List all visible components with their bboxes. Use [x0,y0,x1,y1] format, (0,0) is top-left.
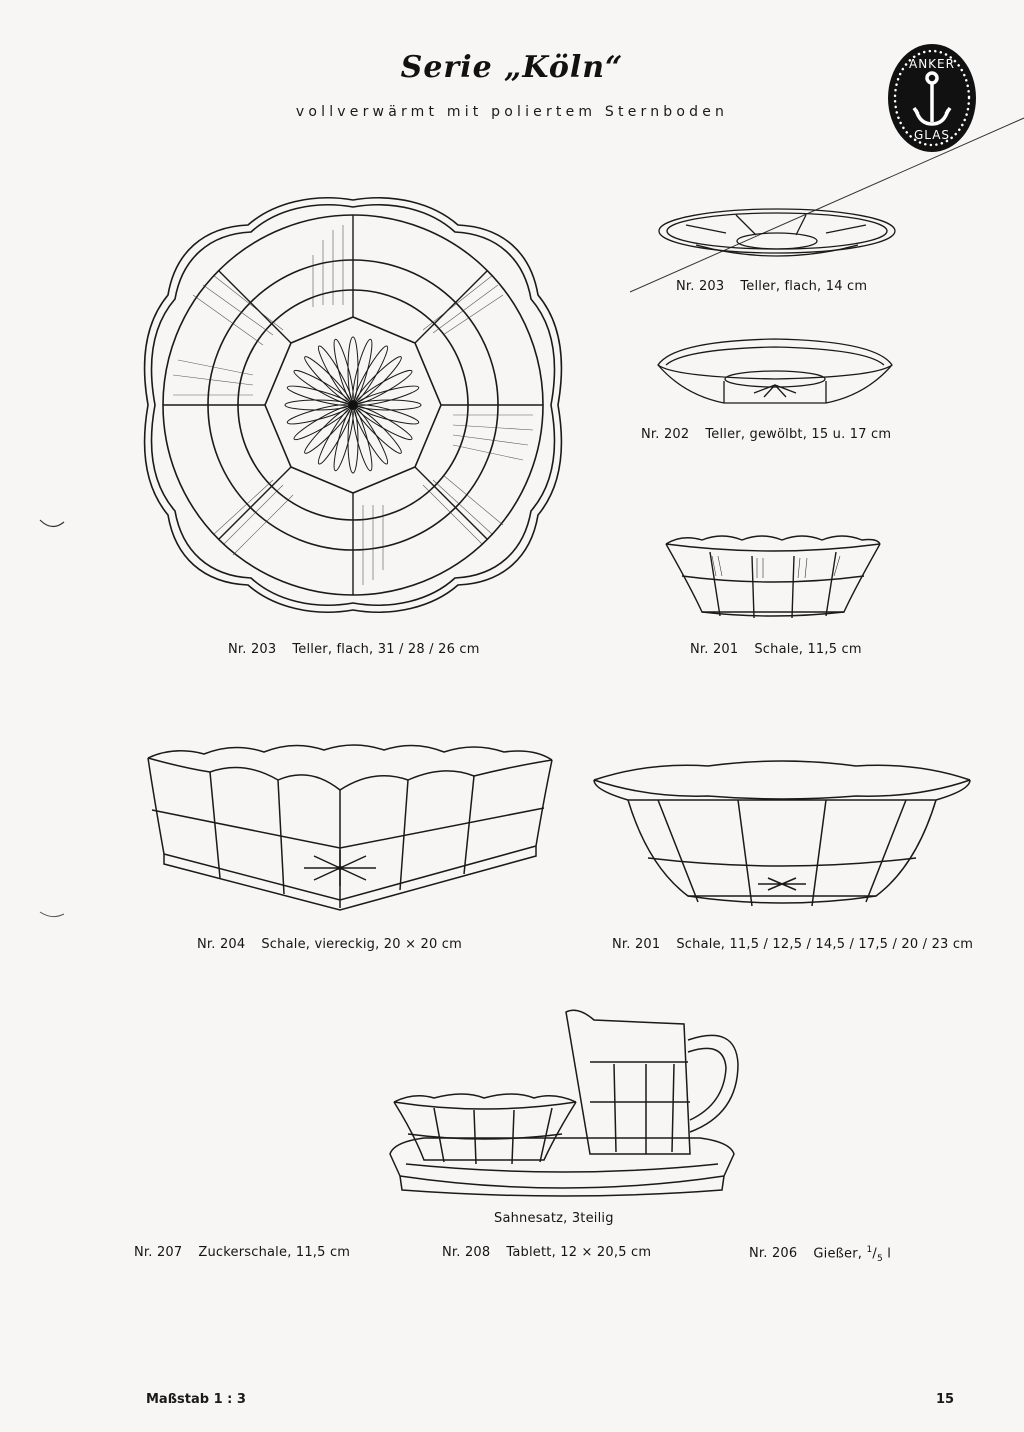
anchor-icon [914,73,950,124]
binder-mark-top [38,518,66,532]
caption-sahnesatz: Sahnesatz, 3teilig [494,1211,614,1226]
plate-203-small-drawing [656,205,898,265]
svg-text:ANKER: ANKER [909,57,955,71]
plate-202-drawing [654,335,896,411]
series-title: Serie „Köln“ [400,50,624,85]
cream-set-drawing [384,1004,740,1200]
bowl-201-large-drawing [588,756,976,910]
page-number: 15 [936,1392,955,1407]
diagonal-line [630,118,1024,298]
anker-glas-logo: ANKER GLAS [888,44,976,152]
bowl-201-small-drawing [662,530,884,622]
binder-mark-bottom [38,910,66,922]
scale-note: Maßstab 1 : 3 [146,1392,246,1407]
bowl-204-drawing [144,738,556,910]
svg-text:GLAS: GLAS [914,128,950,142]
series-subtitle: vollverwärmt mit poliertem Sternboden [295,104,729,120]
plate-203-large-drawing [140,192,566,618]
